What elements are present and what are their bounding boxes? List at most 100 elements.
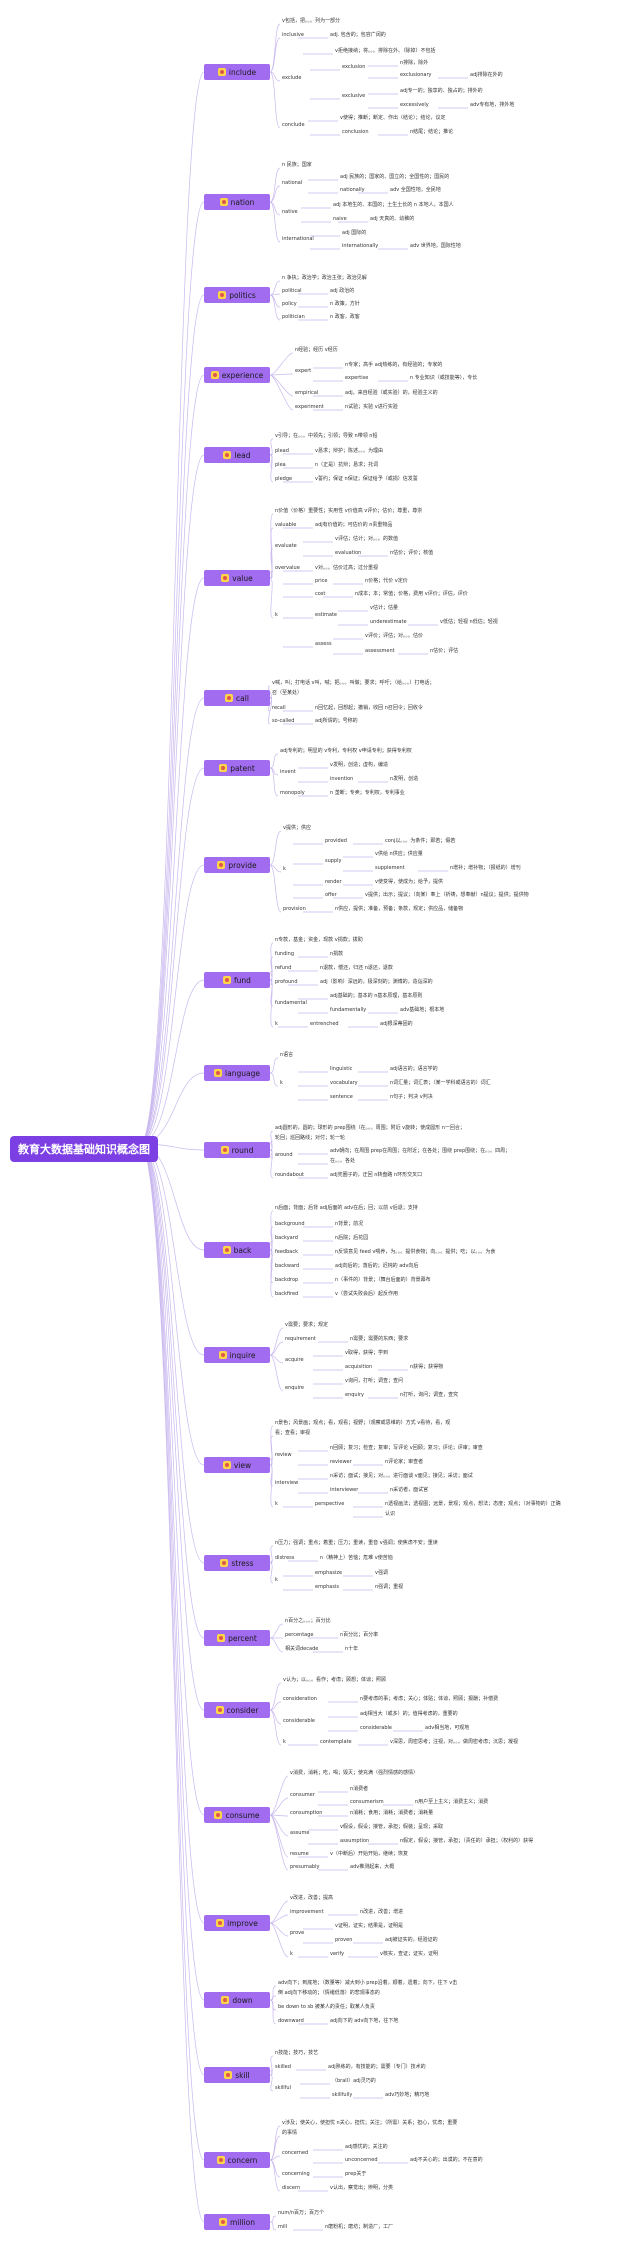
- node-text[interactable]: review: [275, 1452, 292, 1458]
- node-text[interactable]: around: [275, 1152, 293, 1158]
- node-text[interactable]: v（尝试失败会后）起反作用: [335, 1291, 398, 1297]
- node-text[interactable]: feedback: [275, 1249, 298, 1255]
- node-text[interactable]: n价值（价格）重要性；实用性 v价值高 v评价；估价；尊重，尊崇: [275, 508, 423, 514]
- node-text[interactable]: n专款，基金；资金，现款 v捐款；拨助: [275, 937, 363, 943]
- node-text[interactable]: price: [315, 578, 328, 584]
- node-text[interactable]: n回顾；复习；检查；复审；写评论 v回顾；复习；评论；评审；审查: [330, 1445, 483, 1451]
- topic-value[interactable]: value: [204, 570, 270, 586]
- topic-include[interactable]: include: [204, 64, 270, 80]
- node-text[interactable]: v认出，察觉出；辨明，分类: [330, 2185, 393, 2191]
- node-text[interactable]: evaluate: [275, 543, 297, 549]
- node-text[interactable]: v证明，证实；结果是，证明是: [335, 1923, 403, 1929]
- node-text[interactable]: consumer: [290, 1792, 315, 1798]
- topic-fund[interactable]: fund: [204, 972, 270, 988]
- node-text[interactable]: n技能；技巧，技艺: [275, 2050, 319, 2056]
- node-text[interactable]: n结尾；结论；推论: [410, 129, 454, 135]
- topic-improve[interactable]: improve: [204, 1915, 270, 1931]
- node-text[interactable]: acquire: [285, 1357, 304, 1363]
- node-text[interactable]: n背景；前况: [335, 1221, 364, 1227]
- node-text[interactable]: assessment: [365, 648, 395, 654]
- node-text[interactable]: 倒 adj向下移动的；（情绪低落）的悲观事态的: [278, 1990, 380, 1996]
- node-text[interactable]: downward: [278, 2018, 304, 2024]
- node-text[interactable]: perspective: [315, 1501, 345, 1507]
- node-text[interactable]: n回忆起，回想起；撤销，收回 n召回令；回收令: [315, 705, 423, 711]
- node-text[interactable]: n百分之。。。；百分比: [285, 1618, 331, 1624]
- node-text[interactable]: supply: [325, 858, 342, 864]
- node-text[interactable]: n词汇量；词汇表；（某一学科或语言的）词汇: [390, 1080, 491, 1086]
- node-text[interactable]: v对。。。估价过高；过分重视: [315, 565, 378, 571]
- node-text[interactable]: experiment: [295, 404, 324, 410]
- node-text[interactable]: v估计；估量: [370, 605, 398, 611]
- node-text[interactable]: profound: [275, 979, 298, 985]
- node-text[interactable]: national: [282, 180, 303, 186]
- node-text[interactable]: adj有价值的；可估价的 n贵重物品: [315, 522, 393, 528]
- node-text[interactable]: adj. 包含的；包容广阔的: [330, 32, 386, 38]
- node-text[interactable]: n专家；高手 adj热练的，有经验的；专家的: [345, 362, 443, 368]
- topic-provide[interactable]: provide: [204, 857, 270, 873]
- node-text[interactable]: n 争执；政治学；政治主张；政治见解: [282, 275, 367, 281]
- node-text[interactable]: adj 天真的、幼稚的: [370, 216, 415, 222]
- node-text[interactable]: adj不关心的；出漠的；不在意的: [410, 2157, 483, 2163]
- node-text[interactable]: adj圆形的，圆的；球形的 prep围绕（在。。。周围；附近 v旋转；使成圆形 …: [275, 1125, 465, 1131]
- node-text[interactable]: v消费，消耗；吃，喝；毁灭；使充满（强烈情感的感情）: [290, 1770, 418, 1776]
- node-text[interactable]: considerable: [283, 1718, 315, 1724]
- node-text[interactable]: n经验；经历 v经历: [295, 347, 338, 353]
- node-text[interactable]: n 政客，政客: [330, 314, 360, 320]
- topic-lead[interactable]: lead: [204, 447, 270, 463]
- node-text[interactable]: interviewer: [330, 1487, 359, 1493]
- topic-view[interactable]: view: [204, 1457, 270, 1473]
- node-text[interactable]: 相关词decade: [285, 1646, 319, 1652]
- node-text[interactable]: n后院；后花园: [335, 1235, 369, 1241]
- topic-politics[interactable]: politics: [204, 287, 270, 303]
- node-text[interactable]: adv基础地；根本地: [400, 1007, 445, 1013]
- node-text[interactable]: excessively: [400, 102, 429, 108]
- node-text[interactable]: linguistic: [330, 1066, 353, 1072]
- node-text[interactable]: n景色；风景画；观点；看，观看；视野；（观察或思维的）方式 v看待，看，观: [275, 1420, 451, 1426]
- node-text[interactable]: adj专利的；明显的 v专利，专利权 v申请专利；获得专利权: [280, 748, 412, 754]
- node-text[interactable]: adj根深蒂固的: [380, 1021, 413, 1027]
- node-text[interactable]: contemplate: [320, 1739, 352, 1745]
- node-text[interactable]: enquire: [285, 1385, 304, 1391]
- node-text[interactable]: assume: [290, 1830, 310, 1836]
- node-text[interactable]: skillfully: [332, 2092, 353, 2098]
- node-text[interactable]: so-called: [272, 718, 295, 724]
- node-text[interactable]: provision: [283, 906, 306, 912]
- node-text[interactable]: n采访者，面试官: [390, 1487, 429, 1493]
- node-text[interactable]: adv巧妙地；精巧地: [385, 2092, 430, 2098]
- node-text[interactable]: n 民族；国家: [282, 162, 312, 168]
- node-text[interactable]: distress: [275, 1555, 295, 1561]
- node-text[interactable]: n要考虑的事；考虑；关心；体贴；体谅，照顾；报酬；补偿费: [360, 1696, 499, 1702]
- node-text[interactable]: concerned: [282, 2150, 309, 2156]
- node-text[interactable]: internationally: [342, 243, 379, 249]
- node-text[interactable]: pledge: [275, 476, 293, 482]
- node-text[interactable]: backdrop: [275, 1277, 299, 1283]
- node-text[interactable]: sentence: [330, 1094, 353, 1100]
- topic-percent[interactable]: percent: [204, 1630, 270, 1646]
- node-text[interactable]: verify: [330, 1951, 345, 1957]
- node-text[interactable]: v低估；轻视 n低估；轻视: [440, 619, 498, 625]
- node-text[interactable]: unconcerned: [345, 2157, 378, 2163]
- node-text[interactable]: v发明，创造；虚构，编造: [330, 762, 388, 768]
- node-text[interactable]: 看；查看；审视: [275, 1430, 311, 1436]
- node-text[interactable]: assess: [315, 641, 332, 647]
- node-text[interactable]: v需要；要求；规定: [285, 1322, 328, 1328]
- node-text[interactable]: requirement: [285, 1336, 316, 1342]
- node-text[interactable]: n发明，创造: [390, 776, 419, 782]
- node-text[interactable]: adv 世界地，国际性地: [410, 243, 461, 249]
- node-text[interactable]: k: [275, 1501, 278, 1507]
- node-text[interactable]: n反馈意见 feed v喂养，为。。。提供食物；向。。。提供；吃；以。。。为食: [335, 1249, 496, 1255]
- node-text[interactable]: v恳求；辩护；陈述。。。为理由: [315, 448, 383, 454]
- topic-consider[interactable]: consider: [204, 1702, 270, 1718]
- node-text[interactable]: refund: [275, 965, 292, 971]
- node-text[interactable]: monopoly: [280, 790, 305, 796]
- node-text[interactable]: adv相当地，可观地: [425, 1725, 470, 1731]
- topic-stress[interactable]: stress: [204, 1555, 270, 1571]
- node-text[interactable]: naive: [333, 216, 347, 222]
- node-text[interactable]: n消费者: [350, 1786, 369, 1792]
- node-text[interactable]: adj熟练的，有技能的；需要（专门）技术的: [328, 2064, 426, 2070]
- node-text[interactable]: v（中断后）开始开始，继续；恢复: [330, 1851, 408, 1857]
- node-text[interactable]: v拒绝接纳；将。。。排除在外。（除掉）不包括: [335, 48, 436, 54]
- node-text[interactable]: k: [275, 1577, 278, 1583]
- node-text[interactable]: background: [275, 1221, 305, 1227]
- topic-inquire[interactable]: inquire: [204, 1347, 270, 1363]
